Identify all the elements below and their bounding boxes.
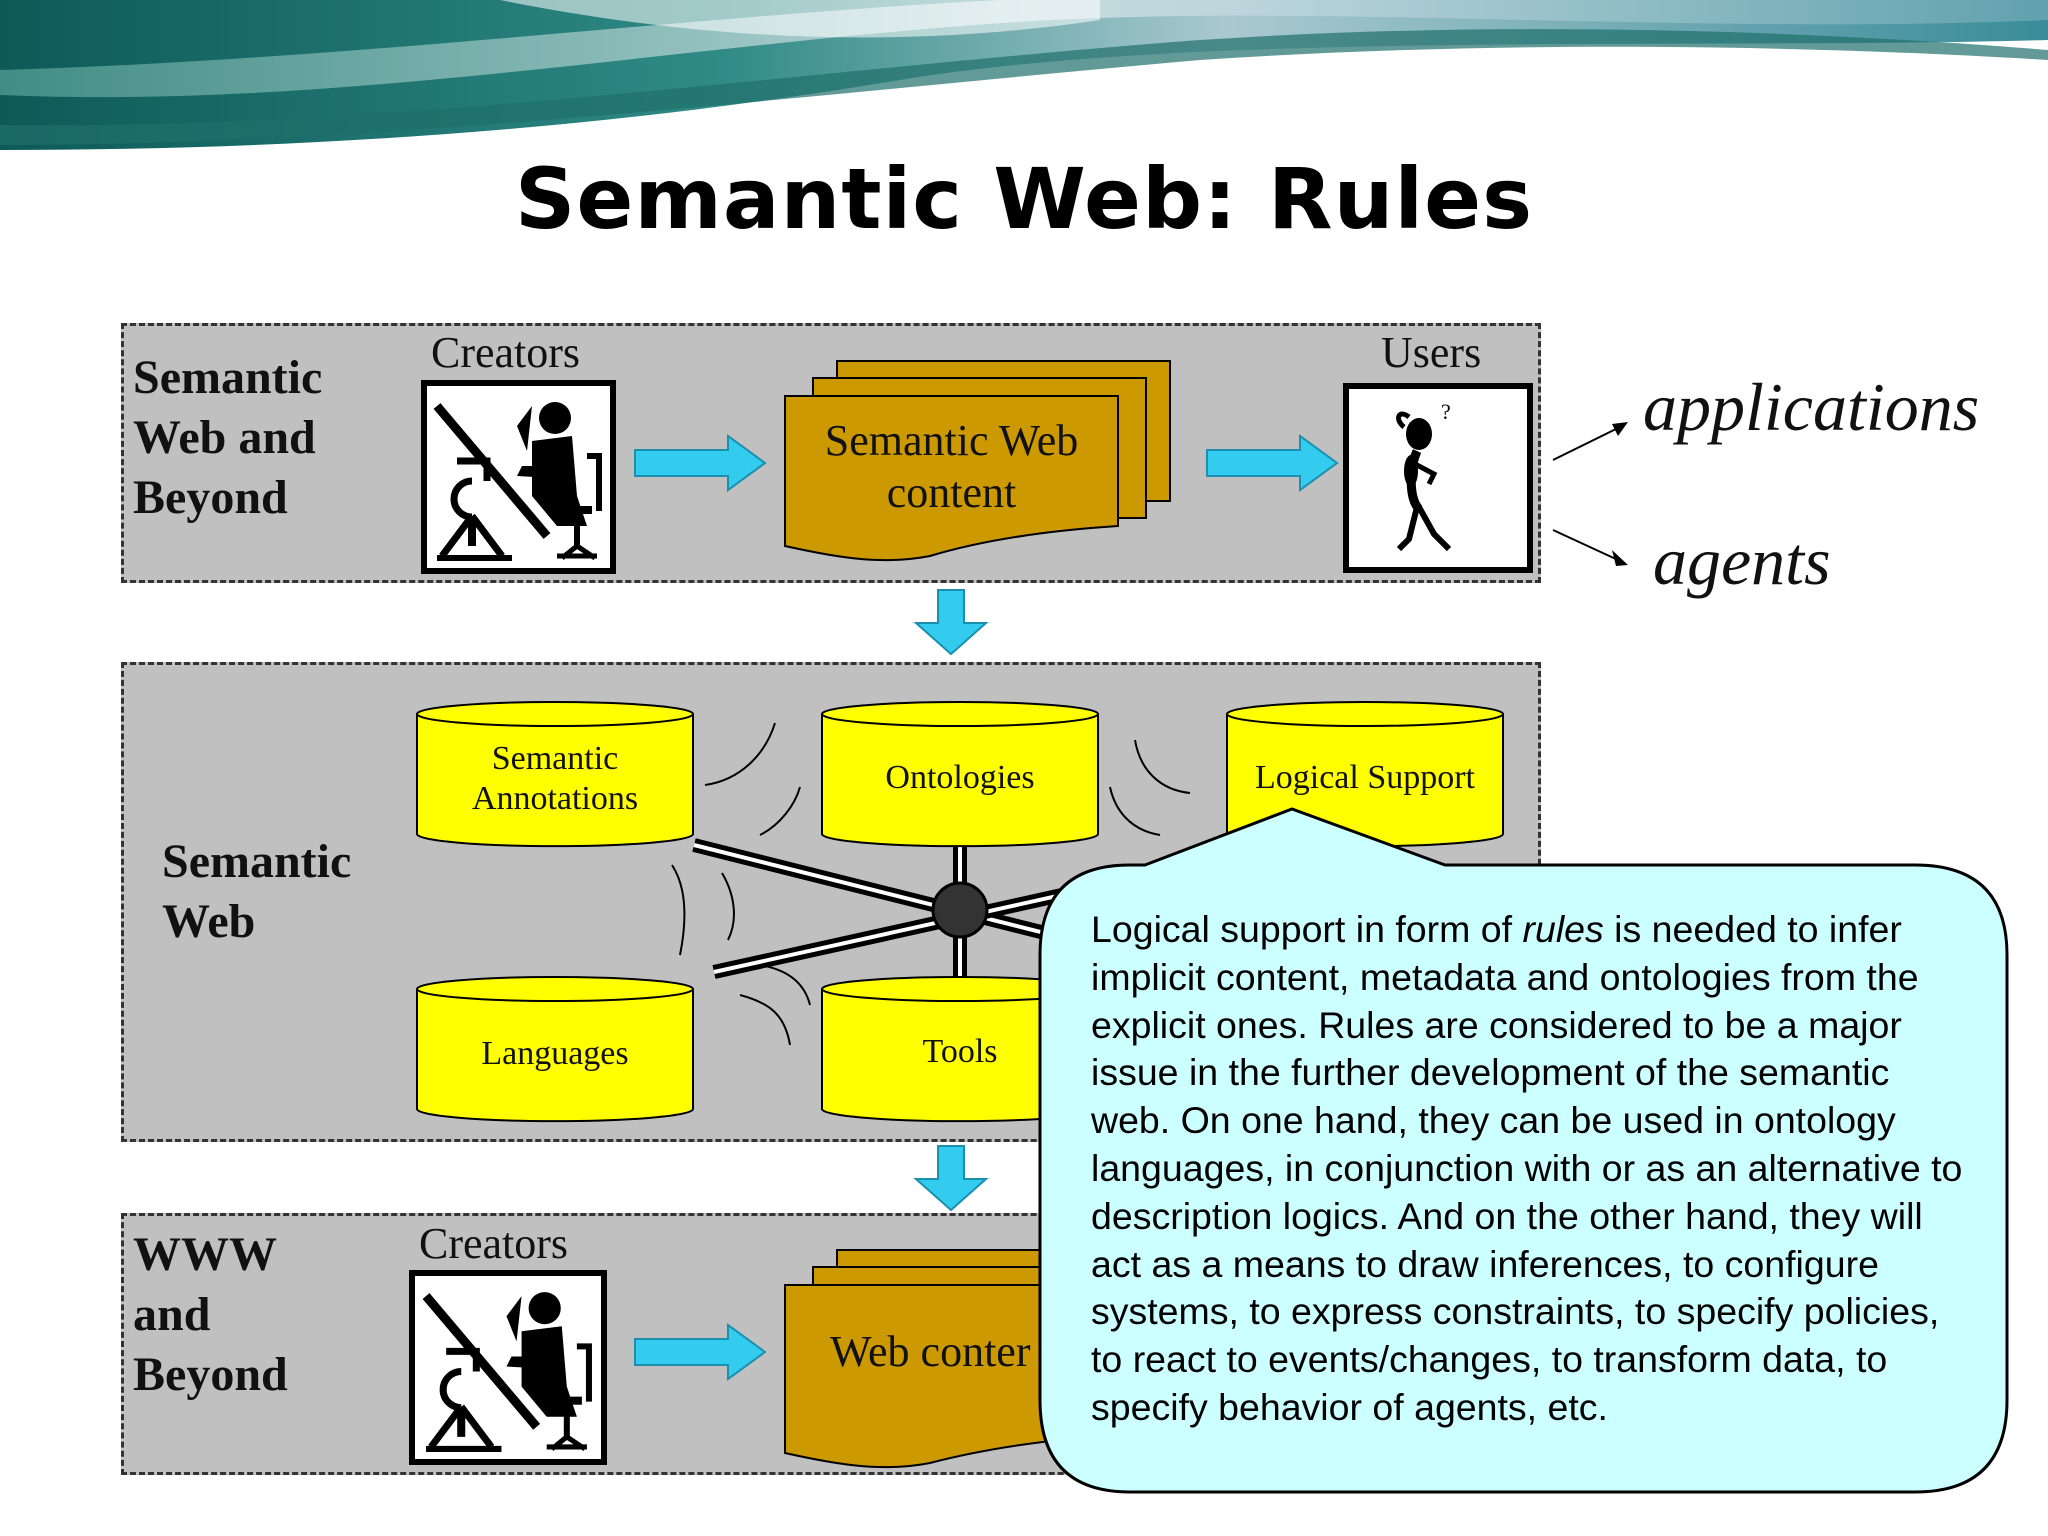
creators-label: Creators	[431, 328, 581, 377]
semantic-web-content-label: Semantic Web content	[824, 416, 1079, 517]
creators-label-bottom: Creators	[419, 1219, 569, 1268]
arrow-right-bottom	[634, 1323, 767, 1381]
users-label: Users	[1381, 328, 1482, 377]
panel-label-middle: Semantic Web	[162, 835, 352, 948]
callout-text: Logical support in form of rules is need…	[1091, 908, 1963, 1428]
arrow-down-1	[913, 589, 989, 656]
cylinder-languages	[416, 976, 694, 1123]
svg-text:?: ?	[1441, 399, 1451, 424]
cylinder-ontologies-label: Ontologies	[885, 759, 1035, 796]
panel-label-top: Semantic Web and Beyond	[133, 351, 323, 524]
confused-user-icon: ?	[1396, 399, 1452, 552]
header-banner	[0, 0, 2048, 150]
slide-title: Semantic Web: Rules	[514, 150, 1534, 248]
cylinder-logical-support-label: Logical Support	[1254, 759, 1476, 796]
arrow-right-top-1	[634, 434, 767, 492]
applications-label: applications	[1643, 369, 1980, 445]
cylinder-languages-label: Languages	[481, 1035, 629, 1072]
panel-label-bottom: WWW and Beyond	[133, 1228, 288, 1401]
arrow-right-top-2	[1206, 434, 1339, 492]
user-icon-box: ?	[1343, 383, 1533, 573]
cylinder-tools	[821, 976, 1099, 1123]
cylinder-semantic-annotations	[416, 701, 694, 848]
semantic-web-content-document	[784, 360, 1171, 562]
cylinder-tools-label: Tools	[922, 1033, 998, 1070]
callout-bubble	[1038, 807, 2009, 1494]
cylinder-ontologies	[821, 701, 1099, 848]
arrow-down-2	[913, 1145, 989, 1212]
agents-label: agents	[1653, 523, 1831, 599]
web-content-label: Web conter	[830, 1327, 1031, 1376]
creator-icon-bottom	[409, 1270, 607, 1465]
cylinder-semantic-annotations-label: Semantic Annotations	[471, 740, 639, 817]
side-arrows	[1552, 422, 1628, 566]
designer-at-drafting-table-icon	[433, 402, 602, 561]
designer-at-drafting-table-icon-bottom	[422, 1292, 592, 1452]
creator-icon-top	[421, 380, 616, 574]
rules-emphasis: rules	[1522, 908, 1604, 950]
